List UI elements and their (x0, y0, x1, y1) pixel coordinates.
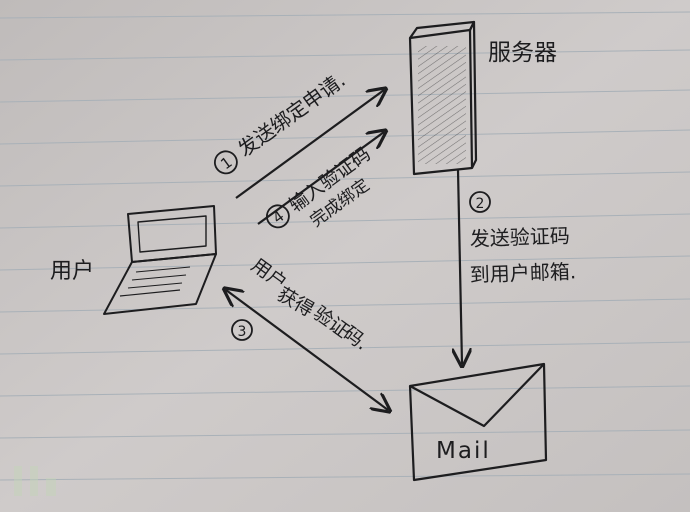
arrow-1-send-bind-request (235, 90, 384, 199)
mail-label: Mail (436, 438, 491, 464)
step-3-number: 3 (238, 324, 247, 340)
watermark-logo (14, 466, 56, 496)
step-2-annotation: 2 发送验证码 到用户邮箱. (469, 191, 576, 287)
user-label: 用户 (50, 259, 94, 284)
arrow-4-submit-code (257, 132, 384, 225)
laptop-icon (103, 205, 217, 315)
step-2-number: 2 (476, 196, 485, 212)
step-1-circle (213, 150, 238, 175)
step-2-text-line2: 到用户邮箱. (469, 259, 576, 287)
arrow-3-user-gets-code (226, 290, 388, 410)
server-icon (408, 20, 478, 176)
mail-envelope-icon (408, 362, 548, 482)
step-3-circle (231, 319, 253, 341)
step-2-circle (469, 191, 491, 213)
server-label: 服务器 (488, 40, 557, 66)
step-4-circle (265, 204, 290, 229)
step-2-text-line1: 发送验证码 (469, 224, 570, 251)
arrow-2-send-code-to-mail (458, 169, 462, 364)
